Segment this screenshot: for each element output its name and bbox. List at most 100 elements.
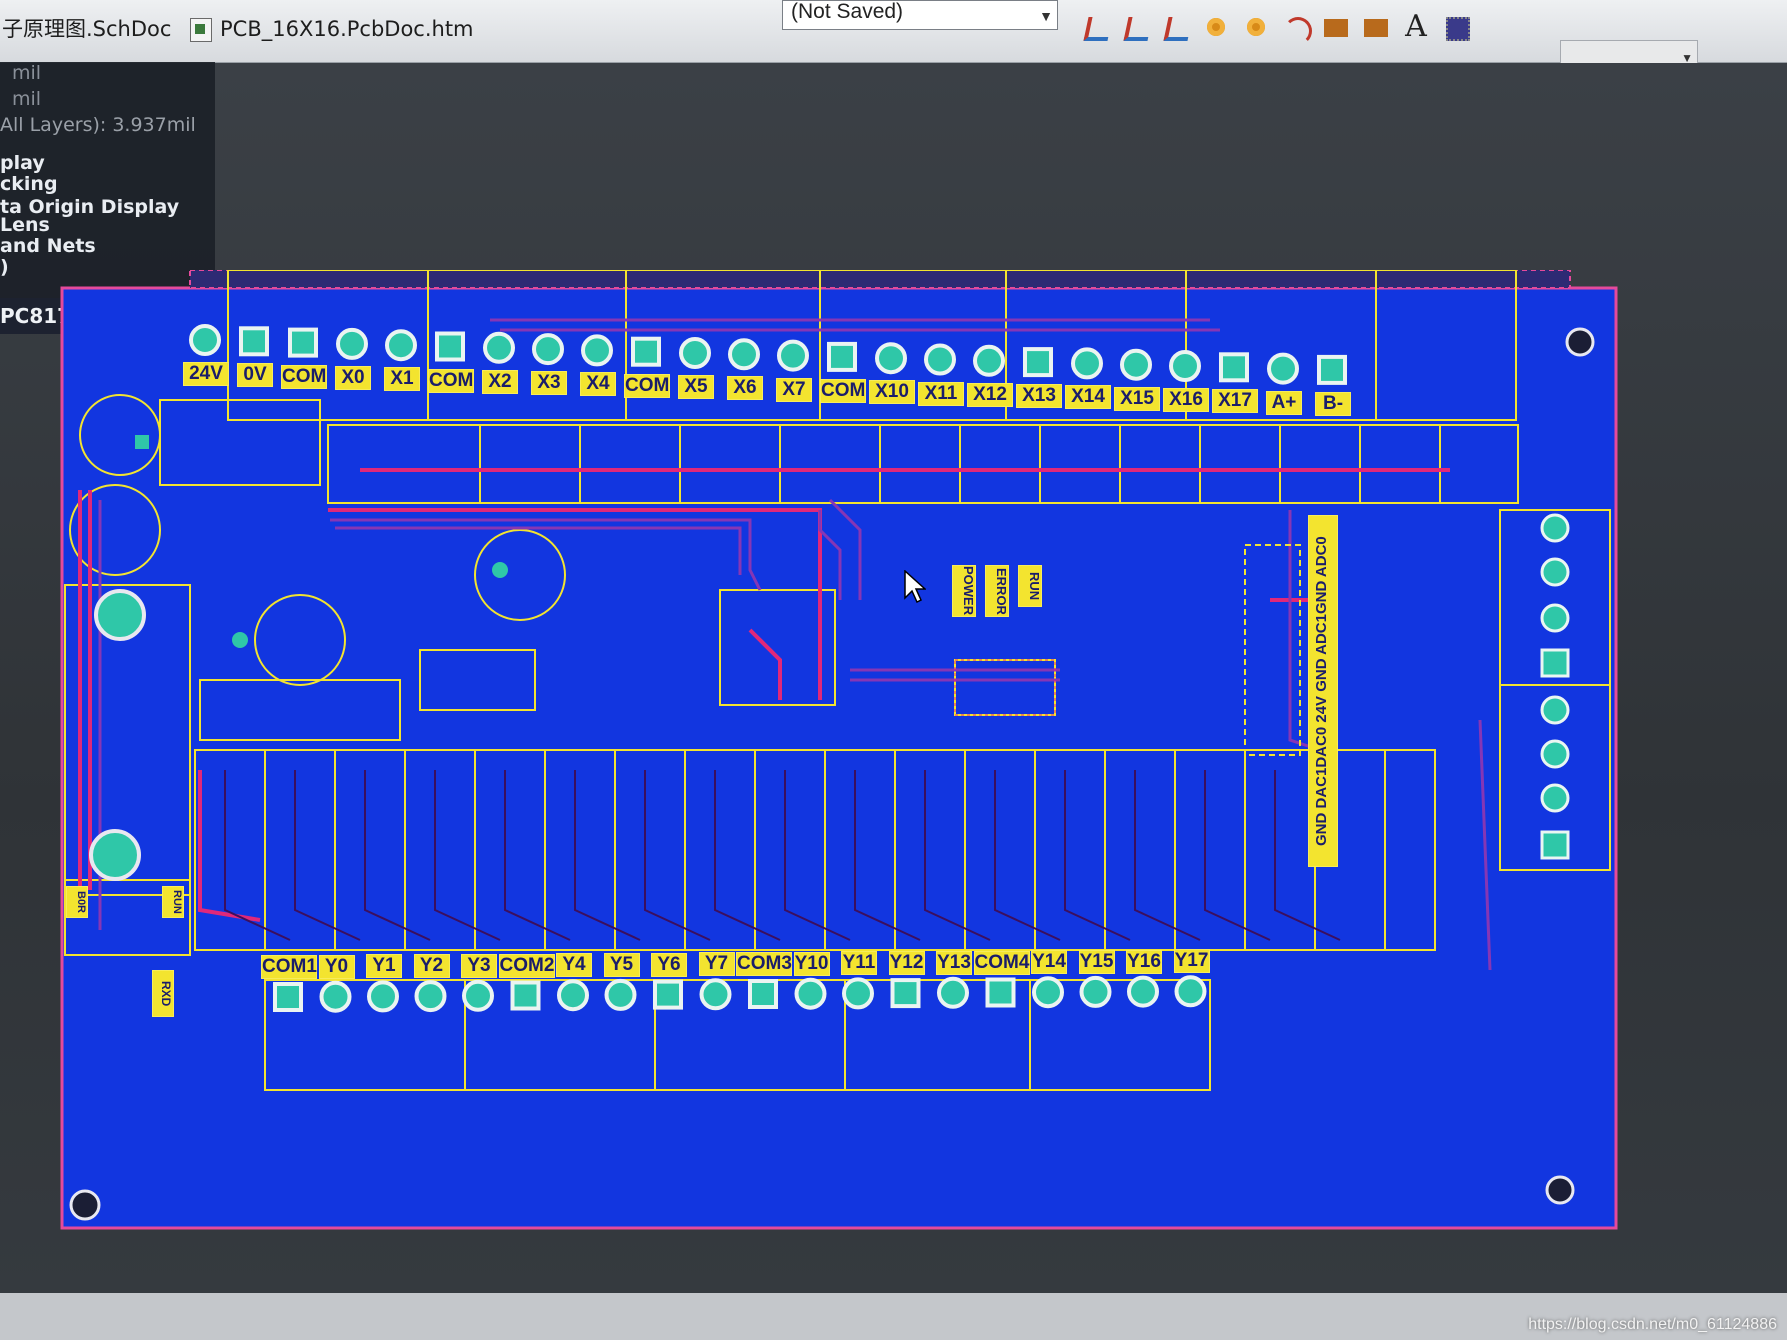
terminal-pad [875, 342, 907, 375]
terminal-label: Y4 [556, 953, 592, 978]
terminal-pad [435, 331, 465, 362]
terminal-label: X16 [1163, 388, 1209, 412]
output-traces [224, 770, 1341, 941]
optocoupler-row [327, 424, 1519, 504]
interactive-routing-icon[interactable] [1080, 11, 1112, 43]
terminal-pad [414, 980, 447, 1013]
mounting-hole [69, 1189, 101, 1221]
status-label-power: POWER [952, 565, 976, 617]
terminal-label: Y2 [413, 954, 450, 979]
hud-y-unit: mil [12, 88, 42, 110]
terminal-label: Y16 [1126, 949, 1162, 974]
terminal-label: Y1 [366, 954, 402, 979]
connector-hatch-top [190, 270, 1570, 288]
terminal-pad [239, 326, 269, 357]
terminal-pad [653, 979, 683, 1010]
left-label-run: RUN [162, 886, 184, 918]
polygon-icon[interactable] [1360, 11, 1392, 43]
top-terminal-pads [189, 324, 1347, 385]
terminal-label: Y11 [841, 951, 877, 976]
terminal-label: Y17 [1173, 949, 1210, 974]
watermark-url: https://blog.csdn.net/m0_61124886 [1528, 1316, 1777, 1333]
component-icon[interactable] [1440, 11, 1472, 43]
chevron-down-icon[interactable]: ▼ [1039, 8, 1053, 24]
terminal-pad [273, 982, 303, 1012]
terminal-pad [728, 338, 760, 371]
hud-menu-item[interactable]: play [0, 152, 45, 174]
variant-combo[interactable]: (Not Saved) ▼ [782, 0, 1058, 30]
heads-up-display: mil mil All Layers): 3.937mil play cking… [0, 62, 215, 334]
terminal-pad [890, 978, 921, 1009]
hud-menu-item[interactable]: ) [0, 256, 9, 278]
hud-menu-item[interactable]: and Nets [0, 235, 96, 257]
terminal-pad [1127, 975, 1159, 1008]
terminal-label: COM2 [498, 953, 555, 978]
terminal-label: X6 [727, 376, 763, 401]
terminal-pad [924, 343, 956, 376]
status-label-error: ERROR [985, 565, 1009, 617]
terminal-label: COM [820, 378, 866, 403]
hud-clearance: All Layers): 3.937mil [0, 114, 196, 136]
tab-schematic[interactable]: 子原理图.SchDoc [2, 12, 171, 46]
terminal-pad [794, 977, 827, 1010]
multi-route-icon[interactable] [1160, 11, 1192, 43]
terminal-pad [189, 324, 221, 356]
pcb-board-canvas[interactable] [60, 270, 1620, 1230]
mounting-hole [1565, 327, 1595, 357]
silkscreen-top-terminal-groups [227, 270, 1517, 421]
tab-pcb-document[interactable]: PCB_16X16.PcbDoc.htm [190, 12, 474, 46]
terminal-pad [679, 337, 711, 369]
terminal-pad [985, 977, 1016, 1008]
terminal-label: Y13 [936, 950, 972, 975]
analog-connector-outline [1499, 509, 1611, 871]
terminal-label: Y14 [1031, 950, 1067, 975]
bottom-terminal-pads [273, 975, 1207, 1013]
fill-icon[interactable] [1320, 11, 1352, 43]
terminal-pad [1032, 976, 1064, 1009]
terminal-pad [1174, 975, 1207, 1008]
pcb-document-icon [190, 18, 212, 42]
terminal-label: X12 [967, 382, 1013, 407]
terminal-pad [1023, 347, 1053, 378]
terminal-label: X17 [1212, 389, 1258, 414]
terminal-pad [288, 327, 318, 358]
power-section-outline [64, 394, 1056, 956]
power-connector-pads [89, 435, 508, 881]
terminal-label: X7 [776, 377, 812, 402]
left-label-rxd: RXD [152, 970, 174, 1017]
terminal-label: X14 [1065, 385, 1111, 410]
terminal-pad [385, 329, 417, 362]
hud-menu-item[interactable]: cking [0, 173, 58, 195]
terminal-label: Y6 [651, 952, 687, 977]
pad-icon[interactable] [1200, 11, 1232, 43]
arc-icon[interactable] [1280, 11, 1312, 45]
terminal-pad [748, 979, 778, 1009]
terminal-label: X13 [1016, 384, 1062, 409]
ic-hatch-area [954, 659, 1056, 716]
terminal-label: COM [428, 368, 474, 393]
terminal-pad [827, 341, 857, 372]
hud-x-unit: mil [12, 62, 42, 84]
terminal-pad [1079, 975, 1112, 1008]
string-text-icon[interactable]: A [1405, 9, 1427, 44]
terminal-label: X11 [918, 381, 964, 406]
terminal-label: Y0 [318, 954, 355, 979]
terminal-pad [336, 327, 368, 360]
terminal-pad [367, 980, 399, 1013]
terminal-label: Y10 [793, 951, 830, 976]
via-icon[interactable] [1240, 11, 1272, 43]
terminal-label: Y3 [461, 953, 497, 978]
differential-pair-icon[interactable] [1120, 11, 1152, 43]
terminal-pad [483, 331, 515, 364]
tab-schematic-label: 子原理图.SchDoc [2, 17, 172, 41]
chevron-down-icon[interactable]: ▼ [1681, 51, 1693, 65]
terminal-pad [319, 980, 352, 1013]
variant-combo-value: (Not Saved) [791, 0, 904, 23]
terminal-pad [842, 977, 874, 1010]
terminal-label: A+ [1266, 390, 1302, 415]
hud-menu-item[interactable]: ta Origin Display [0, 196, 180, 218]
hud-menu-item[interactable]: Lens [0, 214, 50, 236]
document-tab-bar: 子原理图.SchDoc PCB_16X16.PcbDoc.htm (Not Sa… [0, 0, 1787, 63]
terminal-pad [462, 979, 494, 1012]
